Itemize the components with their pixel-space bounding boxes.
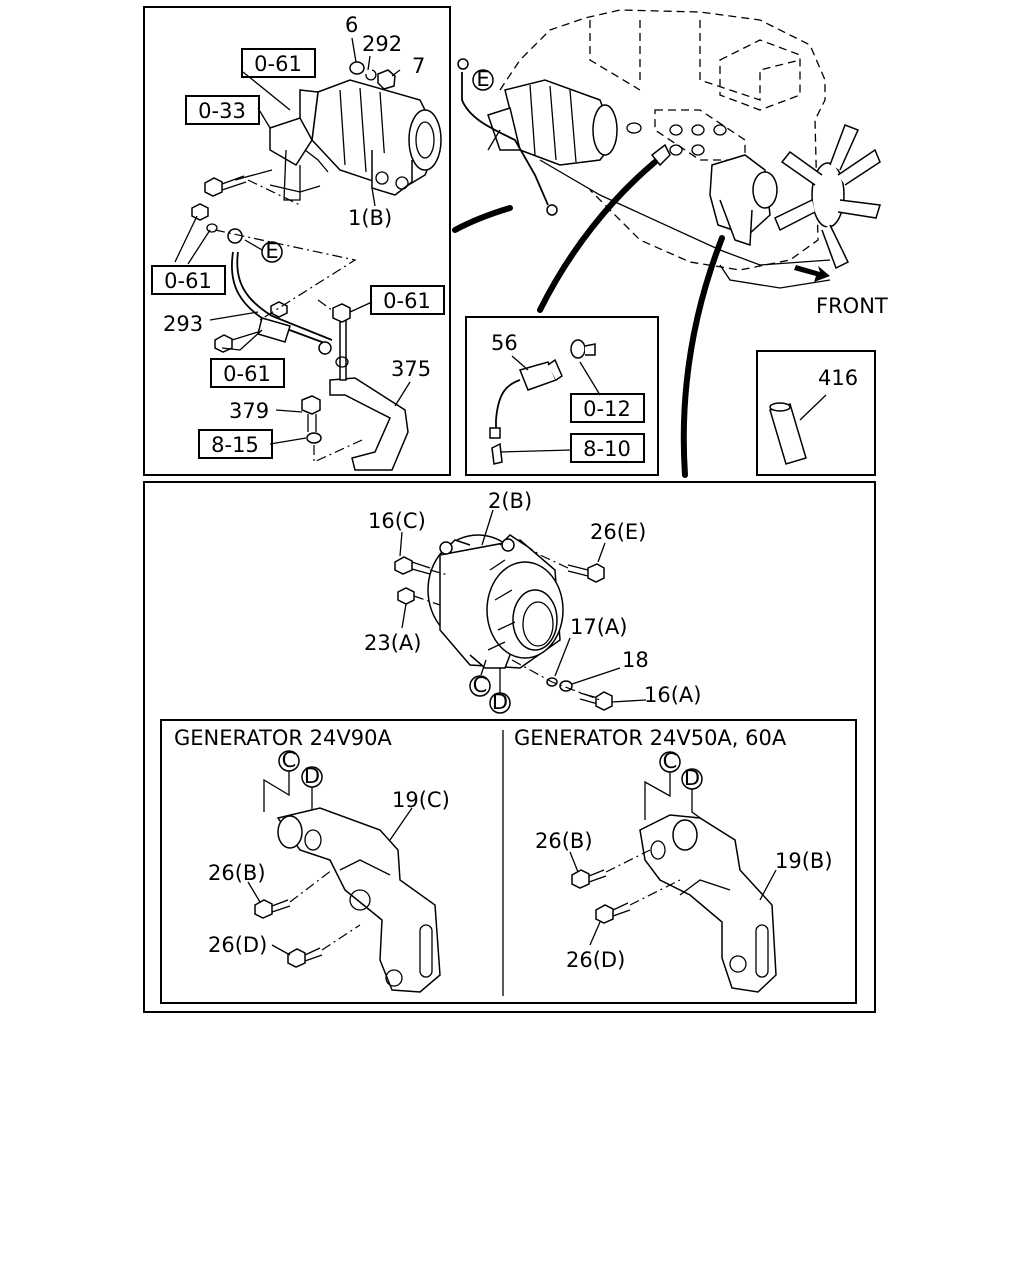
washer-6-icon [349,61,365,75]
part-label-26d: 26(D) [566,948,625,972]
callout-e: E [265,239,278,263]
nut-icon [191,203,209,221]
part-label-1b: 1(B) [348,206,392,230]
part-label-2b: 2(B) [488,489,532,513]
sensor-panel: 56 0-12 8-10 [465,316,659,476]
starter-cable-drawing [227,228,333,355]
generator-panel: C D 16(C) 2(B) 26(E) 23(A) 17(A) 18 16(A… [143,481,876,1013]
ref-box-0-61 [210,358,285,388]
part-label-56: 56 [491,331,518,355]
ref-box-8-10 [570,433,645,463]
clip-292-icon [365,69,377,81]
front-label: FRONT [816,294,888,318]
bolt-26e-icon [567,563,605,583]
bolt-26b-icon [571,869,590,889]
connector-curve [452,205,513,233]
bracket-19c-drawing [276,807,441,993]
part-label-16c: 16(C) [368,509,426,533]
callout-d: D [684,766,700,790]
sleeve-panel-frame [756,350,876,476]
part-label-6: 6 [345,13,358,37]
front-arrow-icon [794,265,830,282]
nut-7-icon [377,69,396,90]
bolt-379-icon [301,395,321,415]
variant-24v90a: GENERATOR 24V90A C D 19(C) 26 [174,726,450,993]
ref-box-label: 0-61 [383,289,431,313]
bolt-26d-icon [287,948,306,968]
bolt-26d-icon [595,904,614,924]
part-label-416: 416 [818,366,858,390]
generator-drawing [427,534,564,669]
part-label-293: 293 [163,312,203,336]
ref-box-0-61 [151,265,226,295]
part-label-379: 379 [229,399,269,423]
part-label-18: 18 [622,648,649,672]
ref-box-0-12 [570,393,645,423]
part-label-23a: 23(A) [364,631,421,655]
ref-box-label: 0-61 [223,362,271,386]
nut-23a-icon [397,587,415,605]
callout-e: E [476,67,489,91]
connector-curve [537,159,658,313]
ref-box-0-33 [185,95,260,125]
ref-box-label: 8-15 [211,433,259,457]
part-label-26b: 26(B) [535,829,593,853]
part-label-17a: 17(A) [570,615,627,639]
ref-box-0-61 [370,285,445,315]
callout-c-circle [469,675,491,697]
part-label-292: 292 [362,32,402,56]
part-label-19c: 19(C) [392,788,450,812]
bolt-icon [204,175,247,197]
part-label-26d: 26(D) [208,933,267,957]
washer-18-icon [559,680,573,692]
part-label-26b: 26(B) [208,861,266,885]
callout-d-circle [489,692,511,714]
part-label-19b: 19(B) [775,849,833,873]
callout-d: D [492,690,508,714]
ref-box-label: 8-10 [583,437,631,461]
variant-title: GENERATOR 24V50A, 60A [514,726,787,750]
callout-c: C [663,749,678,773]
bolt-16c-icon [394,556,431,575]
bolt-26b-icon [254,899,273,919]
engine-view: E FRONT [452,9,888,478]
ref-box-label: 0-12 [583,397,631,421]
washer-icon [306,432,322,444]
part-label-375: 375 [391,357,431,381]
callout-d: D [304,764,320,788]
bolt-icon [214,334,233,353]
connector-curve [680,235,725,478]
part-label-7: 7 [412,54,425,78]
ref-box-0-61 [241,48,316,78]
ref-box-label: 0-33 [198,99,246,123]
callout-e-circle [261,241,283,263]
part-label-16a: 16(A) [644,683,701,707]
generator-panel-frame [143,481,876,1013]
bracket-375-drawing [329,303,409,471]
starter-panel: E 6 292 7 1(B) 293 375 379 0-61 0-33 0-6… [143,6,451,476]
ref-box-8-15 [198,429,273,459]
starter-panel-frame [143,6,451,476]
ref-box-label: 0-61 [254,52,302,76]
generator-variants-frame [160,719,857,1004]
ref-box-label: 0-61 [164,269,212,293]
variant-title: GENERATOR 24V90A [174,726,392,750]
variant-24v50a-60a: GENERATOR 24V50A, 60A C D 26(B) 19(B [514,726,833,993]
part-label-26e: 26(E) [590,520,646,544]
callout-c: C [282,748,297,772]
starter-motor-drawing [234,79,442,201]
sleeve-panel: 416 [756,350,876,476]
fan-drawing [774,124,881,270]
callout-c: C [473,673,488,697]
sensor-panel-frame [465,316,659,476]
sleeve-icon [769,403,807,465]
callout-e-circle [472,69,494,91]
